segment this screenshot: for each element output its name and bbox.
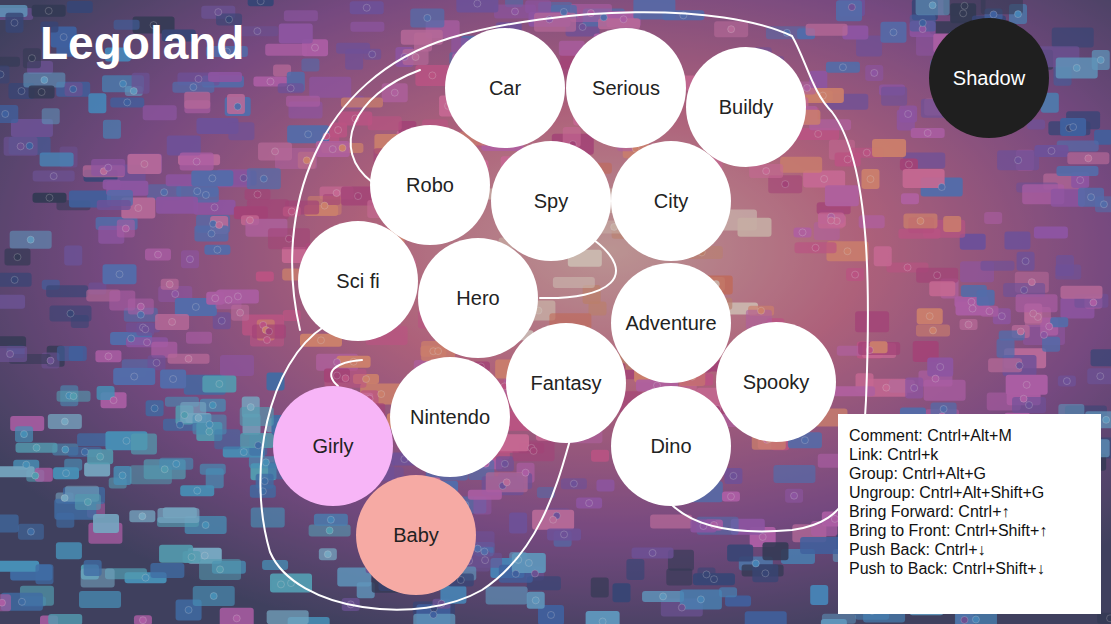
topic-label: City [654,189,688,213]
topic-label: Nintendo [410,405,490,429]
shortcut-note: Ungroup: Cntrl+Alt+Shift+G [849,483,1089,502]
topic-label: Baby [393,523,439,547]
shortcut-note: Push to Back: Cntrl+Shift+↓ [849,559,1089,578]
topic-circle: Sci fi [298,221,418,341]
shortcut-note: Link: Cntrl+k [849,445,1089,464]
topic-label: Shadow [953,66,1025,90]
topic-circle: Spooky [716,322,836,442]
topic-label: Sci fi [336,269,379,293]
topic-circle: City [611,141,731,261]
topic-label: Dino [650,434,691,458]
topic-circle: Buildy [686,47,806,167]
topic-label: Spooky [743,370,810,394]
slide-title: Legoland [40,16,244,70]
topic-label: Spy [534,189,568,213]
topic-circle: Girly [273,386,393,506]
shortcut-panel: Comment: Cntrl+Alt+MLink: Cntrl+kGroup: … [838,414,1101,614]
topic-circle: Dino [611,386,731,506]
topic-label: Car [489,76,521,100]
topic-circle: Serious [566,28,686,148]
topic-circle: Nintendo [390,357,510,477]
group-loop [331,360,362,386]
shortcut-note: Group: Cntrl+Alt+G [849,464,1089,483]
shortcut-note: Bring Forward: Cntrl+↑ [849,502,1089,521]
topic-label: Fantasy [530,371,601,395]
topic-circle: Baby [356,475,476,595]
topic-label: Buildy [719,95,773,119]
shortcut-note: Push Back: Cntrl+↓ [849,540,1089,559]
topic-circle: Robo [370,125,490,245]
topic-label: Adventure [625,311,716,335]
topic-circle: Adventure [611,263,731,383]
topic-label: Robo [406,173,454,197]
topic-circle: Shadow [929,18,1049,138]
topic-label: Serious [592,76,660,100]
topic-circle: Fantasy [506,323,626,443]
topic-label: Hero [456,286,499,310]
shortcut-note: Bring to Front: Cntrl+Shift+↑ [849,521,1089,540]
topic-label: Girly [312,434,353,458]
topic-circle: Car [445,28,565,148]
topic-circle: Hero [418,238,538,358]
shortcut-note: Comment: Cntrl+Alt+M [849,426,1089,445]
topic-circle: Spy [491,141,611,261]
